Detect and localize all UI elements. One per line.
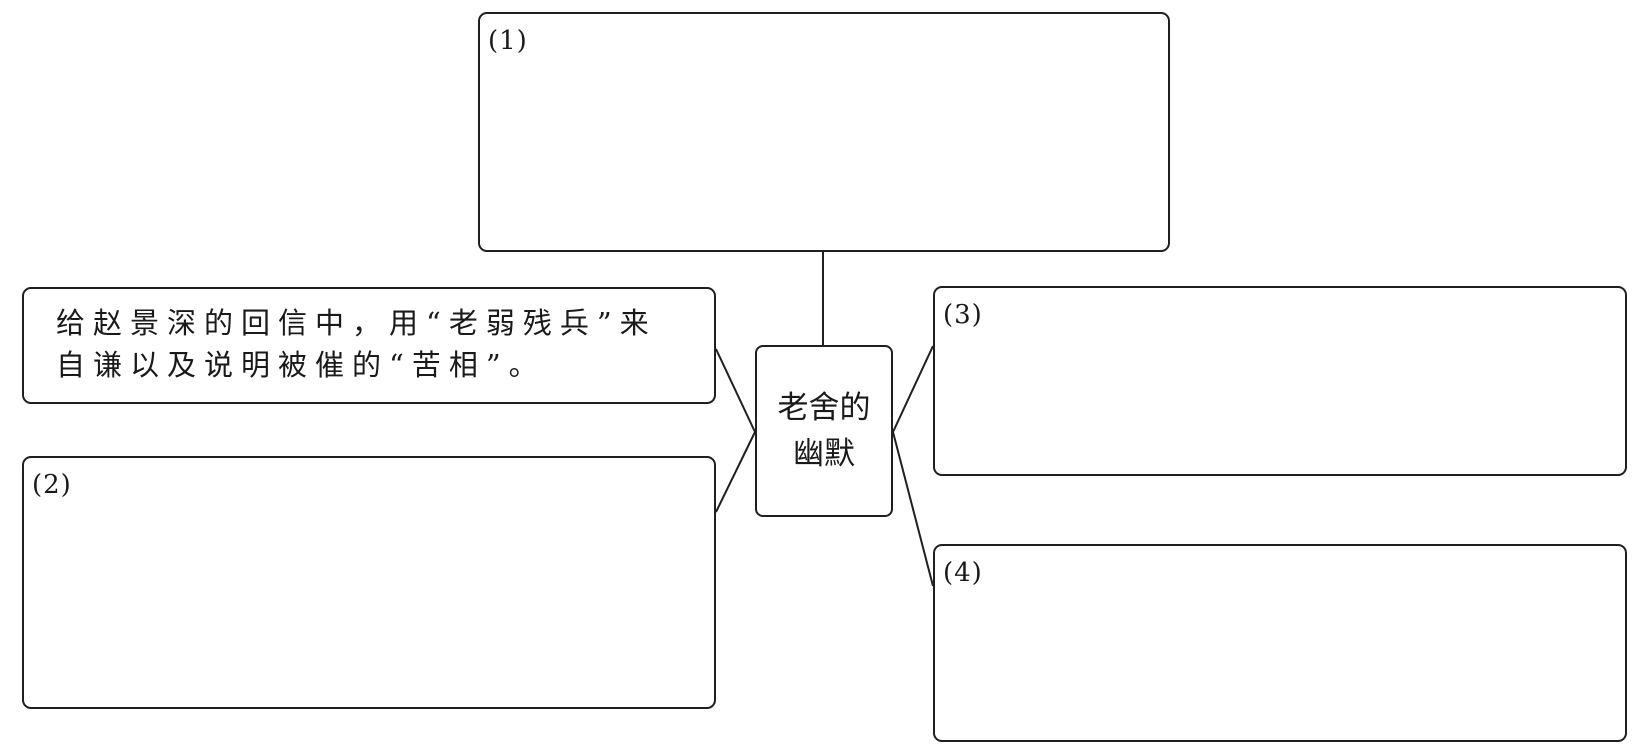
connector-left-top: [715, 348, 756, 433]
box-top-label: (1): [488, 26, 528, 56]
box-right-bottom: (4): [933, 544, 1627, 742]
box-left-bottom: (2): [22, 456, 716, 709]
box-left-top-text-content: 给赵景深的回信中，用“老弱残兵”来自谦以及说明被催的“苦相”。: [56, 306, 657, 382]
center-node: 老舍的幽默: [755, 345, 893, 517]
box-right-top-label: (3): [943, 300, 983, 330]
connector-right-bottom: [892, 431, 934, 587]
box-right-top: (3): [933, 286, 1627, 476]
connector-right-top: [892, 345, 934, 433]
box-right-bottom-label: (4): [943, 558, 983, 588]
box-left-top: 给赵景深的回信中，用“老弱残兵”来自谦以及说明被催的“苦相”。: [22, 287, 716, 404]
center-title: 老舍的幽默: [777, 390, 871, 472]
connector-left-bottom: [715, 431, 756, 513]
box-top: (1): [478, 12, 1170, 252]
box-left-top-text: 给赵景深的回信中，用“老弱残兵”来自谦以及说明被催的“苦相”。: [56, 302, 702, 386]
box-left-bottom-label: (2): [32, 470, 72, 500]
